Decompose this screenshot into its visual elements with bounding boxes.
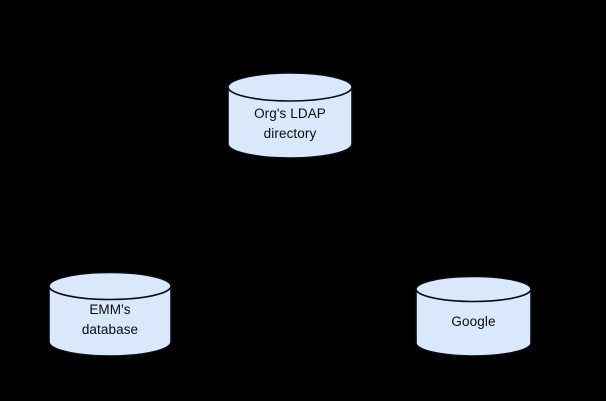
- cylinder-icon: [48, 272, 172, 356]
- cylinder-icon: [227, 72, 353, 159]
- database-node-emm[interactable]: EMM's database: [48, 272, 172, 356]
- cylinder-icon: [415, 276, 532, 356]
- database-node-google[interactable]: Google: [415, 276, 532, 356]
- database-node-ldap[interactable]: Org's LDAP directory: [227, 72, 353, 159]
